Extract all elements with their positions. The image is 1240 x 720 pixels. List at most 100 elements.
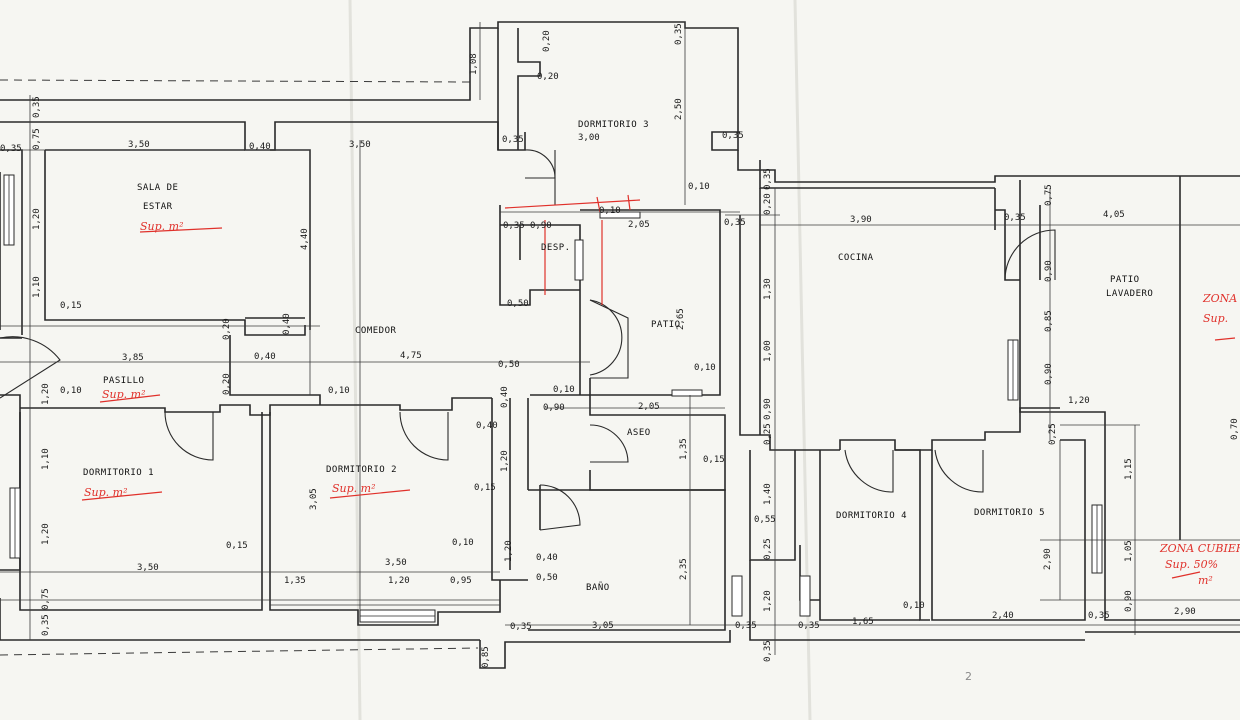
dim-label: 0,10 [688, 182, 710, 192]
dim-label: 0,35 [502, 135, 524, 145]
dim-label: 0,10 [452, 538, 474, 548]
dim-label: 0,85 [481, 646, 491, 668]
dim-label: 1,30 [763, 278, 773, 300]
dim-label: 2,50 [674, 98, 684, 120]
dim-label: 0,50 [536, 573, 558, 583]
dim-label: 0,40 [282, 313, 292, 335]
room-label-dormitorio-2: DORMITORIO 2 [326, 465, 397, 475]
room-label-pasillo: PASILLO [103, 376, 144, 386]
dim-label: 2,90 [1043, 548, 1053, 570]
dim-label: 0,25 [763, 423, 773, 445]
dim-label: 0,20 [222, 373, 232, 395]
zona-note-2: Sup. [1203, 312, 1228, 325]
dim-label: 0,40 [476, 421, 498, 431]
dim-label: 0,10 [553, 385, 575, 395]
dim-label: 0,35 [1088, 611, 1110, 621]
dim-label: 1,65 [852, 617, 874, 627]
room-label-sala-1: SALA DE [137, 183, 178, 193]
dim-label: 0,35 [510, 622, 532, 632]
room-label-aseo: ASEO [627, 428, 651, 438]
area-note-dormitorio-1: Sup. m² [84, 486, 128, 499]
dim-label: 0,35 [1004, 213, 1026, 223]
dimension-labels: 3,50 3,50 0,40 0,35 0,15 3,85 4,75 0,40 … [0, 23, 1240, 668]
dim-label: 2,35 [679, 558, 689, 580]
room-label-dormitorio-4: DORMITORIO 4 [836, 511, 907, 521]
room-label-dormitorio-5: DORMITORIO 5 [974, 508, 1045, 518]
dim-label: 0,20 [222, 318, 232, 340]
dim-label: 3,50 [385, 558, 407, 568]
dim-label: 0,15 [226, 541, 248, 551]
zona-note-1: ZONA [1202, 292, 1237, 305]
dim-label: 0,40 [249, 142, 271, 152]
dim-label: 0,50 [507, 299, 529, 309]
dim-label: 0,75 [41, 588, 51, 610]
dim-label: 3,05 [309, 488, 319, 510]
dim-label: 1,10 [41, 448, 51, 470]
dim-label: 1,20 [41, 383, 51, 405]
dim-label: 1,35 [679, 438, 689, 460]
dim-label: 0,20 [537, 72, 559, 82]
dim-label: 2,65 [676, 308, 686, 330]
dim-label: 1,08 [469, 53, 479, 75]
dim-label: 1,40 [763, 483, 773, 505]
dim-label: 2,05 [638, 402, 660, 412]
dim-label: 0,35 [503, 221, 525, 231]
dim-label: 3,50 [137, 563, 159, 573]
dim-label: 0,35 [674, 23, 684, 45]
red-markings [81, 194, 1236, 579]
dim-label: 0,35 [0, 144, 22, 154]
dim-label: 0,90 [1124, 590, 1134, 612]
dim-label: 0,55 [754, 515, 776, 525]
dim-label: 4,40 [300, 228, 310, 250]
room-label-despacho: DESP. [541, 243, 571, 253]
dim-label: 0,35 [722, 131, 744, 141]
room-label-patio-lavadero-1: PATIO [1110, 275, 1140, 285]
dim-label: 1,20 [1068, 396, 1090, 406]
dim-label: 0,25 [1048, 423, 1058, 445]
dim-label: 0,10 [694, 363, 716, 373]
dim-label: 0,35 [763, 168, 773, 190]
dim-label: 3,05 [592, 621, 614, 631]
dim-label: 4,05 [1103, 210, 1125, 220]
dim-label: 0,15 [474, 483, 496, 493]
dim-label: 0,50 [498, 360, 520, 370]
dim-label: 2,40 [992, 611, 1014, 621]
pencil-page-number: 2 [965, 670, 972, 683]
dim-label: 0,40 [500, 386, 510, 408]
dim-label: 0,10 [328, 386, 350, 396]
dim-label: 0,70 [1230, 418, 1240, 440]
dim-label: 3,90 [850, 215, 872, 225]
dim-label: 1,20 [500, 450, 510, 472]
dim-label: 0,95 [450, 576, 472, 586]
zona-cubierta-note-2: Sup. 50% [1165, 558, 1218, 571]
dim-label: 3,85 [122, 353, 144, 363]
dim-label: 0,10 [60, 386, 82, 396]
dim-label: 0,75 [32, 128, 42, 150]
dim-label: 0,40 [536, 553, 558, 563]
dim-label: 1,20 [41, 523, 51, 545]
dim-label: 3,00 [578, 133, 600, 143]
dim-label: 2,90 [1174, 607, 1196, 617]
room-label-patio: PATIO [651, 320, 681, 330]
dim-label: 2,05 [628, 220, 650, 230]
dimension-lines [0, 22, 1240, 655]
dim-label: 1,15 [1124, 458, 1134, 480]
dim-label: 0,15 [60, 301, 82, 311]
zona-cubierta-note-3: m² [1198, 574, 1213, 587]
dim-label: 1,35 [284, 576, 306, 586]
windows [3, 174, 1103, 623]
dim-label: 0,25 [763, 538, 773, 560]
dim-label: 0,90 [530, 221, 552, 231]
dim-label: 0,90 [1044, 363, 1054, 385]
dim-label: 1,20 [504, 540, 514, 562]
dim-label: 0,10 [599, 206, 621, 216]
dim-label: 0,20 [763, 193, 773, 215]
dim-label: 0,35 [763, 640, 773, 662]
area-note-dormitorio-2: Sup. m² [332, 482, 376, 495]
dim-label: 0,90 [543, 403, 565, 413]
dim-label: 0,35 [41, 614, 51, 636]
room-label-comedor: COMEDOR [355, 326, 397, 336]
dim-label: 1,10 [32, 276, 42, 298]
